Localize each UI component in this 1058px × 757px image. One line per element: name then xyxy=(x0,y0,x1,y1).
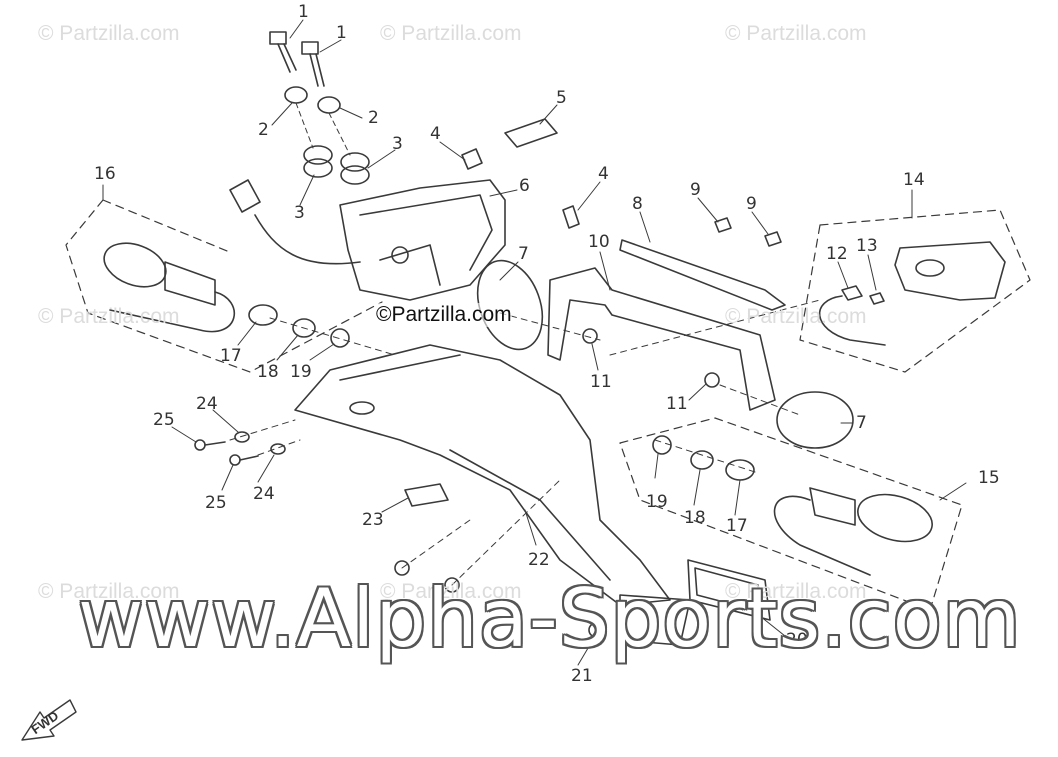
callout-5: 5 xyxy=(556,88,567,108)
watermark: © Partzilla.com xyxy=(38,22,180,45)
watermark: © Partzilla.com xyxy=(380,580,522,603)
callout-15: 15 xyxy=(978,468,1000,488)
bolt-part-1b xyxy=(301,41,325,87)
callout-13: 13 xyxy=(856,236,878,256)
callout-2: 2 xyxy=(258,120,269,140)
grommet-part-3a xyxy=(303,145,333,178)
callout-25: 25 xyxy=(153,410,175,430)
callout-20: 20 xyxy=(786,630,808,650)
callout-2: 2 xyxy=(368,108,379,128)
callout-6: 6 xyxy=(519,176,530,196)
clip-part-4b xyxy=(562,205,580,229)
callout-19: 19 xyxy=(646,492,668,512)
nut-part-21b xyxy=(444,577,460,593)
callout-14: 14 xyxy=(903,170,925,190)
callout-7: 7 xyxy=(856,413,867,433)
callout-18: 18 xyxy=(684,508,706,528)
callout-17: 17 xyxy=(726,516,748,536)
callout-7: 7 xyxy=(518,244,529,264)
watermark: © Partzilla.com xyxy=(725,580,867,603)
group-box-14 xyxy=(799,209,1031,373)
nut-part-11b xyxy=(704,372,720,388)
callout-4: 4 xyxy=(598,164,609,184)
callout-12: 12 xyxy=(826,244,848,264)
callout-8: 8 xyxy=(632,194,643,214)
nut-part-21a xyxy=(394,560,410,576)
spacer-part-2b xyxy=(317,96,341,114)
bolt-part-1a xyxy=(269,31,297,73)
callout-4: 4 xyxy=(430,124,441,144)
callout-9: 9 xyxy=(690,180,701,200)
tail-light-housing-part-6 xyxy=(229,179,506,301)
spacer-part-2a xyxy=(284,86,308,104)
turn-signal-part-15 xyxy=(773,487,933,576)
plate-part-8 xyxy=(619,239,786,311)
callout-3: 3 xyxy=(294,203,305,223)
callout-21: 21 xyxy=(571,666,593,686)
watermark: © Partzilla.com xyxy=(38,580,180,603)
clip-part-4a xyxy=(461,148,483,170)
watermark: © Partzilla.com xyxy=(725,22,867,45)
washer-part-18a xyxy=(292,318,316,338)
callout-16: 16 xyxy=(94,164,116,184)
screw-part-25b xyxy=(229,454,259,466)
callout-11: 11 xyxy=(590,372,612,392)
callout-1: 1 xyxy=(336,23,347,43)
callout-18: 18 xyxy=(257,362,279,382)
lens-part-7b xyxy=(776,391,854,449)
callout-leaders xyxy=(102,19,967,666)
turn-signal-part-16 xyxy=(103,242,236,333)
bracket-part-10 xyxy=(547,267,776,411)
nut-part-19a xyxy=(330,328,350,348)
nut-part-19b xyxy=(652,435,672,455)
callout-1: 1 xyxy=(298,2,309,22)
callout-10: 10 xyxy=(588,232,610,252)
assembly-guides xyxy=(229,299,821,586)
center-watermark: ©Partzilla.com xyxy=(376,303,512,327)
license-plate-part-20 xyxy=(687,559,771,621)
washer-part-24b xyxy=(270,443,286,455)
watermark: © Partzilla.com xyxy=(725,305,867,328)
callout-3: 3 xyxy=(392,134,403,154)
callout-17: 17 xyxy=(220,346,242,366)
callout-9: 9 xyxy=(746,194,757,214)
screw-part-25a xyxy=(194,439,226,451)
washer-part-18b xyxy=(690,450,714,470)
bracket-part-5 xyxy=(504,118,558,148)
watermark: © Partzilla.com xyxy=(38,305,180,328)
bracket-part-23 xyxy=(404,483,449,507)
nut-part-11a xyxy=(582,328,598,344)
bolt-part-9b xyxy=(764,231,782,247)
callout-25: 25 xyxy=(205,493,227,513)
grommet-part-17a xyxy=(248,304,278,326)
callout-24: 24 xyxy=(253,484,275,504)
washer-part-24a xyxy=(234,431,250,443)
group-box-15 xyxy=(619,417,963,611)
nut-part-21c xyxy=(588,622,604,638)
site-watermark: www.Alpha-Sports.com xyxy=(78,572,1022,665)
callout-24: 24 xyxy=(196,394,218,414)
callout-22: 22 xyxy=(528,550,550,570)
watermark: © Partzilla.com xyxy=(380,22,522,45)
callout-19: 19 xyxy=(290,362,312,382)
forward-arrow-icon xyxy=(21,699,77,741)
license-light-part-14 xyxy=(818,241,1006,346)
callout-11: 11 xyxy=(666,394,688,414)
grommet-part-3b xyxy=(340,152,370,185)
callout-23: 23 xyxy=(362,510,384,530)
group-box-16 xyxy=(65,199,383,373)
bolt-part-9a xyxy=(714,217,732,233)
